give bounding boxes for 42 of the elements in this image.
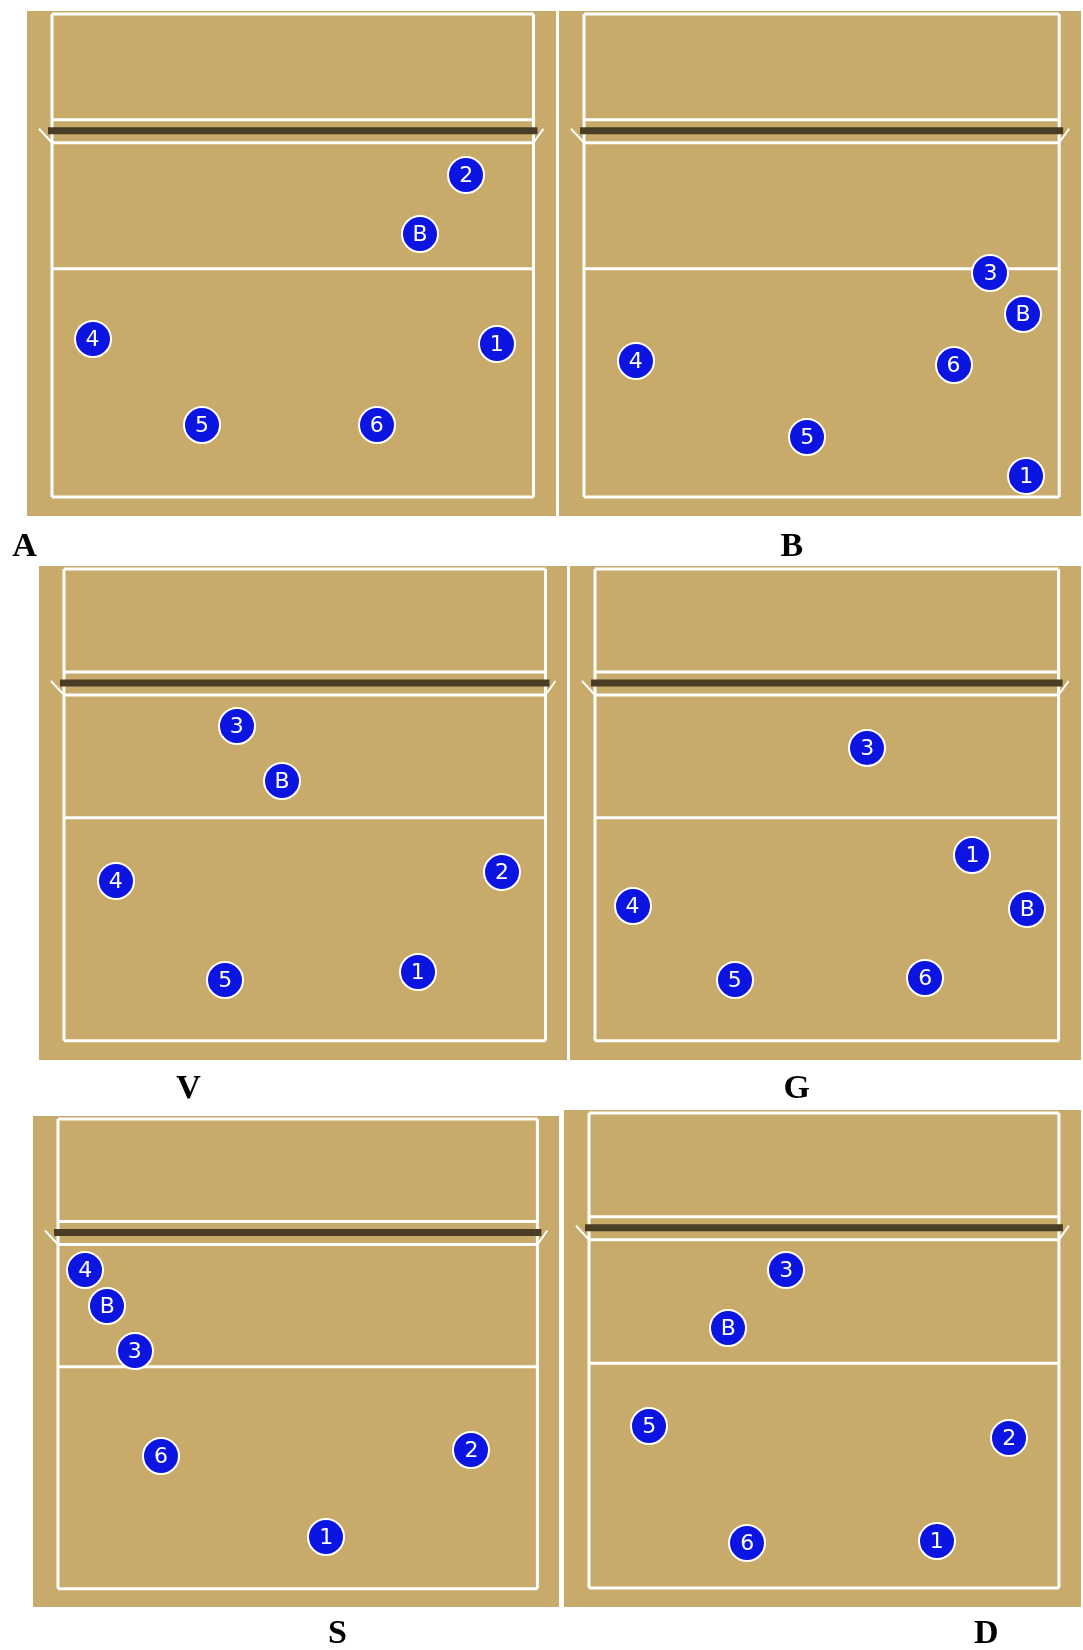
player-marker: 6 [142,1436,180,1475]
player-marker: 5 [788,417,827,456]
player-marker: 4 [616,342,655,380]
panel-label: A [12,528,37,563]
player-marker: 3 [848,729,887,768]
player-marker: B [1008,890,1047,929]
player-marker: 2 [990,1418,1029,1457]
player-marker: 6 [906,958,945,997]
player-marker: 1 [477,325,516,364]
player-marker: 3 [971,253,1010,292]
player-marker: 1 [307,1517,346,1556]
player-marker: 2 [447,155,486,194]
player-marker: 2 [452,1431,491,1470]
player-marker: 4 [73,319,112,358]
player-marker: 6 [728,1523,767,1562]
player-marker: 5 [630,1407,669,1446]
player-marker: B [709,1309,748,1348]
player-marker: 6 [357,406,396,445]
player-marker: 5 [715,960,754,999]
player-marker: 2 [483,853,521,892]
player-marker: 4 [613,887,652,926]
player-marker: 3 [115,1332,154,1371]
player-marker: B [263,761,302,800]
panel-label: V [176,1070,201,1105]
player-marker: 6 [934,346,973,385]
panel-label: S [327,1615,347,1650]
player-marker: 3 [767,1251,806,1290]
player-marker: B [88,1287,127,1326]
player-marker: 4 [66,1251,105,1290]
player-marker: 1 [917,1521,956,1560]
panel-label: B [780,528,804,563]
player-marker: 1 [1007,456,1046,495]
player-marker: 5 [206,960,245,999]
player-marker: B [1004,294,1042,333]
player-marker: 4 [96,861,135,900]
player-marker: 3 [217,707,256,746]
player-marker: 1 [398,953,437,992]
player-marker: B [400,214,439,253]
panel-label: D [974,1615,999,1650]
panel-label: G [783,1070,811,1105]
player-marker: 5 [183,406,222,445]
player-marker: 1 [953,835,992,874]
